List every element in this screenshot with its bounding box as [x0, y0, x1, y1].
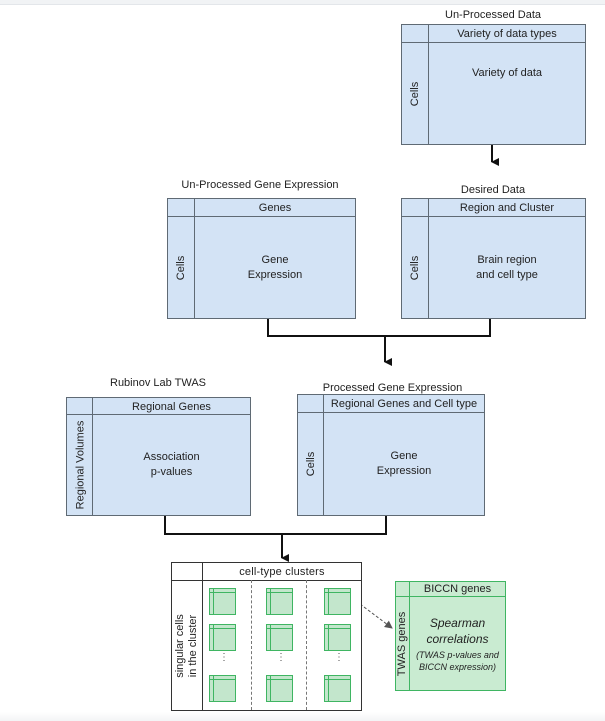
window-bottom-edge — [0, 712, 605, 721]
desired-data-table: Region and Cluster Cells Brain region an… — [401, 198, 586, 319]
ellipsis-vertical: ⋮ — [219, 652, 229, 663]
cell-matrix-icon — [266, 588, 293, 615]
spearman-label: Spearman correlations — [426, 615, 489, 646]
table-content: Gene Expression — [376, 450, 432, 477]
processed-gene-expression-title: Processed Gene Expression — [322, 382, 463, 394]
unprocessed-gene-expression-table: Genes Cells Gene Expression — [167, 198, 356, 319]
ellipsis-vertical: ⋮ — [334, 652, 344, 663]
cell-matrix-icon — [266, 624, 293, 651]
cluster-divider — [306, 580, 307, 710]
table-content: Spearman correlations (TWAS p-values and… — [410, 597, 505, 690]
unprocessed-data-title: Un-Processed Data — [445, 9, 541, 21]
unprocessed-data-table: Variety of data types Cells Variety of d… — [401, 24, 586, 145]
desired-data-title: Desired Data — [460, 184, 526, 196]
cell-matrix-icon — [209, 624, 236, 651]
column-header: Region and Cluster — [459, 202, 555, 214]
row-header: singular cells in the cluster — [174, 613, 199, 678]
unprocessed-gene-expression-title: Un-Processed Gene Expression — [181, 179, 339, 191]
rubinov-twas-table: Regional Genes Regional Volumes Associat… — [66, 397, 251, 516]
row-header: Cells — [175, 255, 188, 280]
cell-matrix-icon — [324, 588, 351, 615]
column-header: Regional Genes — [132, 400, 211, 413]
table-content: Variety of data — [471, 67, 543, 79]
rubinov-twas-title: Rubinov Lab TWAS — [110, 377, 206, 389]
processed-gene-expression-table: Regional Genes and Cell type Cells Gene … — [297, 394, 485, 516]
spearman-sublabel: (TWAS p-values and BICCN expression) — [416, 649, 499, 672]
column-header: Genes — [258, 202, 292, 214]
window-top-edge — [0, 0, 605, 5]
cell-matrix-icon — [266, 675, 293, 702]
column-header: BICCN genes — [423, 583, 492, 595]
cell-matrix-icon — [324, 624, 351, 651]
row-header: Cells — [409, 81, 422, 106]
ellipsis-vertical: ⋮ — [276, 652, 286, 663]
cell-matrix-icon — [209, 588, 236, 615]
cell-matrix-icon — [209, 675, 236, 702]
table-content: Association p-values — [143, 451, 200, 478]
row-header: TWAS genes — [396, 611, 409, 676]
biccn-correlation-table: BICCN genes TWAS genes Spearman correlat… — [395, 581, 506, 691]
cell-matrix-icon — [324, 675, 351, 702]
arrow-cluster-to-biccn — [351, 597, 393, 629]
column-header: Regional Genes and Cell type — [330, 398, 478, 410]
row-header: Cells — [304, 451, 317, 477]
cluster-divider — [251, 580, 252, 710]
column-header: Variety of data types — [457, 28, 557, 40]
connector-merge-1 — [267, 319, 491, 337]
table-content: Gene Expression — [247, 253, 303, 281]
connector-merge-2 — [164, 516, 387, 535]
row-header: Cells — [409, 255, 422, 280]
row-header: Regional Volumes — [74, 420, 87, 510]
table-content: Brain region and cell type — [476, 253, 538, 281]
column-header: cell-type clusters — [239, 565, 325, 578]
